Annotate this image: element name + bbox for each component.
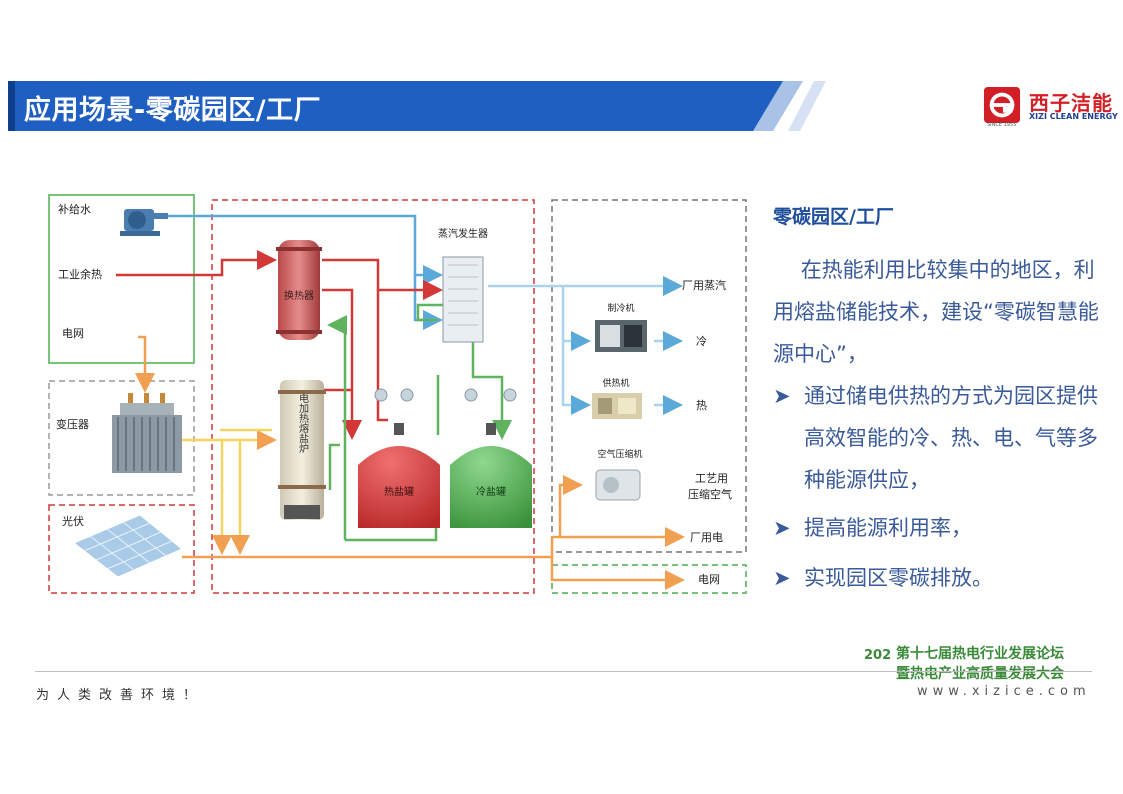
- electric-heater: 电加热熔盐炉: [278, 380, 326, 520]
- logo-since: SINCE 1955: [987, 122, 1017, 128]
- pipe-heater-in: [328, 443, 340, 490]
- logo-name: 西子洁能: [1029, 91, 1113, 115]
- bullet-text: 实现园区零碳排放。: [804, 566, 993, 590]
- label-out-heat: 热: [696, 399, 707, 412]
- diagram-svg: 补给水 工业余热 电网 变压器 光伏: [48, 194, 747, 594]
- energy-flow-diagram: 补给水 工业余热 电网 变压器 光伏: [40, 185, 752, 600]
- transformer-box: [48, 380, 195, 496]
- bullet-arrow-icon: ➤: [773, 384, 791, 408]
- pipe-steam-chiller: [561, 286, 591, 351]
- bullet-arrow-icon: ➤: [773, 516, 791, 540]
- pipe-hot-salt: [322, 258, 443, 300]
- pipe-steam-heat: [561, 341, 591, 415]
- heat-unit-icon: [592, 393, 642, 419]
- bullet-text: 提高能源利用率，: [804, 516, 972, 540]
- logo-e-icon: [983, 86, 1021, 124]
- cold-salt-tank: 冷盐罐: [450, 423, 532, 528]
- label-water: 补给水: [58, 203, 91, 216]
- header-accent: [8, 81, 15, 131]
- label-out-air1: 工艺用: [695, 472, 728, 485]
- valve-icons: [374, 388, 517, 402]
- steam-generator: 蒸汽发生器: [438, 227, 488, 343]
- pipe-waste-heat: [116, 250, 277, 277]
- footer-slogan: 为人类改善环境！: [36, 688, 205, 703]
- label-out-air2: 压缩空气: [688, 487, 732, 501]
- chiller-icon: [595, 320, 647, 352]
- pipe-hot-return: [322, 288, 354, 420]
- label-out-cold: 冷: [696, 335, 707, 348]
- pump-icon: [120, 209, 168, 236]
- pv-box: [48, 504, 195, 594]
- pipe-water: [168, 214, 443, 285]
- label-chiller: 制冷机: [607, 302, 634, 314]
- source-box: [48, 194, 195, 364]
- label-steam-generator: 蒸汽发生器: [438, 227, 488, 240]
- transformer-icon: [112, 393, 182, 473]
- bullet-arrow-icon: ➤: [773, 566, 791, 590]
- forum-line-1: 第十七届热电行业发展论坛: [896, 646, 1064, 662]
- header-bar: 应用场景-零碳园区/工厂 西子洁能 XIZI CLEAN ENERGY SINC…: [8, 81, 1118, 131]
- footer-website: www.xizice.com: [917, 684, 1091, 699]
- label-out-grid: 电网: [698, 573, 720, 586]
- page-title: 应用场景-零碳园区/工厂: [24, 95, 322, 126]
- label-grid: 电网: [62, 327, 84, 340]
- pipe-cold-bottom: [345, 528, 438, 542]
- section-title: 零碳园区/工厂: [773, 206, 894, 228]
- compressor-icon: [595, 469, 641, 501]
- label-transformer: 变压器: [56, 417, 89, 431]
- label-hot-tank: 热盐罐: [384, 485, 414, 498]
- footer-divider: [35, 671, 1092, 672]
- label-out-steam: 厂用蒸汽: [682, 278, 726, 292]
- bullet-item: ➤ 通过储电供热的方式为园区提供高效智能的冷、热、电、气等多种能源供应，: [773, 375, 1113, 505]
- forum-badge: 2024 第十七届热电行业发展论坛 暨热电产业高质量发展大会: [862, 643, 1102, 683]
- label-cold-tank: 冷盐罐: [476, 485, 506, 498]
- label-compressor: 空气压缩机: [597, 448, 642, 460]
- pv-panel-icon: [73, 514, 183, 578]
- forum-year: 2024: [864, 648, 890, 663]
- company-logo: 西子洁能 XIZI CLEAN ENERGY SINCE 1955: [983, 84, 1123, 128]
- label-pv: 光伏: [62, 514, 84, 528]
- hot-salt-tank: 热盐罐: [358, 423, 440, 528]
- pipe-hot-down: [376, 290, 388, 422]
- cable-grid: [135, 335, 155, 393]
- pipe-cold-return: [327, 315, 347, 540]
- label-waste-heat: 工业余热: [58, 267, 102, 281]
- cable-grid-out: [550, 537, 685, 590]
- output-box: [551, 199, 747, 553]
- heat-exchanger: 换热器: [276, 240, 322, 340]
- bullet-text: 通过储电供热的方式为园区提供高效智能的冷、热、电、气等多种能源供应，: [804, 384, 1098, 492]
- forum-line-2: 暨热电产业高质量发展大会: [896, 666, 1064, 682]
- forum-year-mark: 2024: [864, 648, 890, 663]
- label-heater: 电加热熔盐炉: [297, 392, 309, 454]
- label-out-power: 厂用电: [690, 531, 723, 544]
- intro-text: 在热能利用比较集中的地区，利用熔盐储能技术，建设“零碳智慧能源中心”，: [773, 258, 1099, 366]
- label-heat-exchanger: 换热器: [284, 289, 314, 302]
- cable-compressor: [558, 475, 583, 537]
- header-background: [8, 81, 793, 131]
- intro-paragraph: 在热能利用比较集中的地区，利用熔盐储能技术，建设“零碳智慧能源中心”，: [773, 249, 1108, 375]
- label-heat-unit: 供热机: [602, 377, 629, 389]
- storage-box: [211, 199, 535, 594]
- logo-subtitle: XIZI CLEAN ENERGY: [1029, 112, 1118, 121]
